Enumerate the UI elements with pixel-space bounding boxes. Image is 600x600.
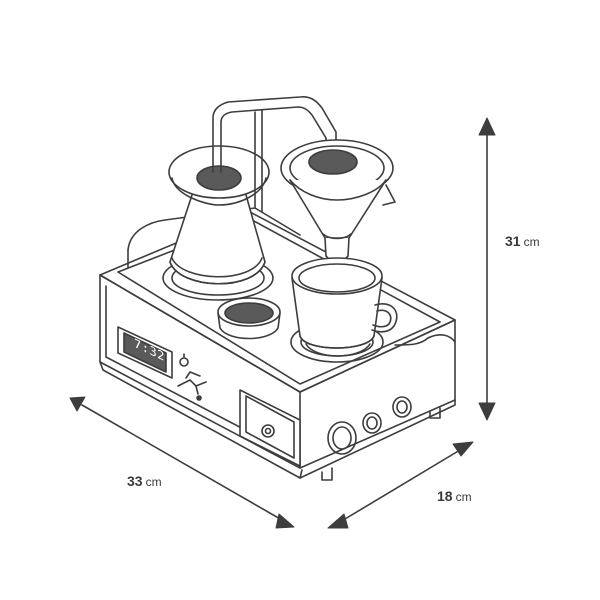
height-dimension-arrow [478, 117, 496, 421]
dripper-funnel [280, 139, 396, 262]
control-panel [117, 326, 207, 401]
water-kettle [168, 145, 270, 285]
depth-value: 18 [437, 488, 453, 504]
height-unit: cm [523, 235, 540, 249]
control-knobs[interactable] [327, 396, 412, 455]
coffee-cup [291, 257, 398, 357]
height-value: 31 [505, 233, 521, 249]
depth-dimension-arrow [327, 441, 474, 529]
coffee-holder [217, 297, 281, 340]
drawer[interactable] [239, 389, 301, 467]
depth-unit: cm [455, 490, 472, 504]
width-value: 33 [127, 473, 143, 489]
water-pipe [212, 96, 337, 213]
width-dimension-arrow [69, 396, 295, 529]
width-unit: cm [145, 475, 162, 489]
